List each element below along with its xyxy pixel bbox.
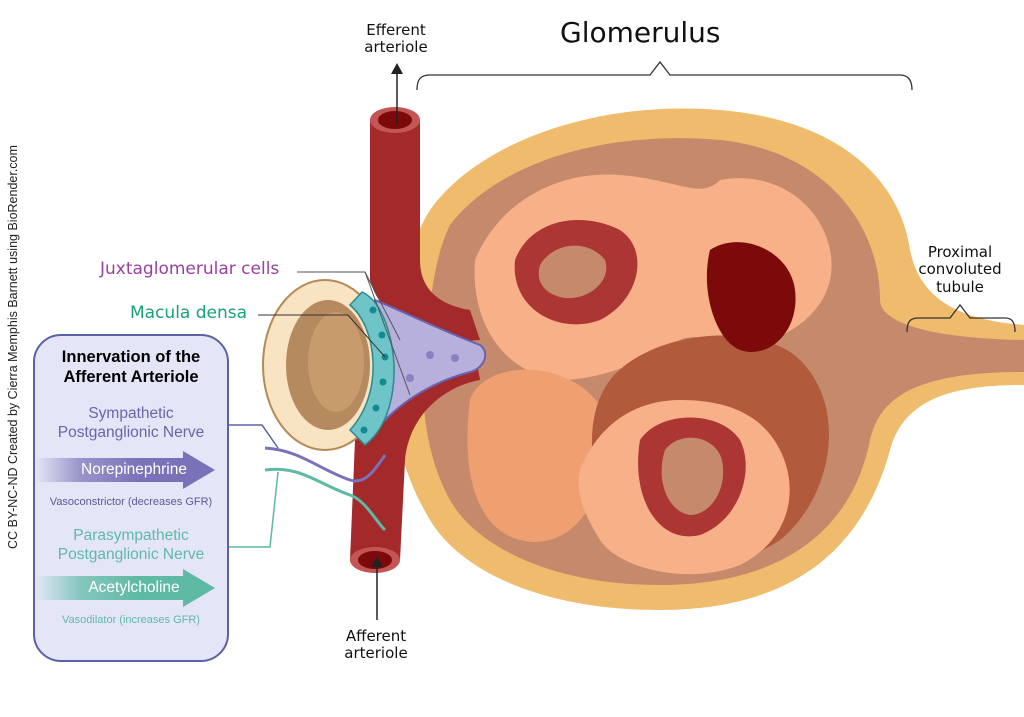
- credit-text: CC BY-NC-ND Created by Cierra Memphis Ba…: [6, 145, 20, 549]
- sympathetic-nerve-label: Sympathetic Postganglionic Nerve: [35, 404, 227, 443]
- vasoconstrictor-text: Vasoconstrictor (decreases GFR): [49, 496, 213, 508]
- glomerulus-label: Glomerulus: [560, 16, 721, 49]
- efferent-lumen-inner: [378, 111, 412, 129]
- arrow-shaft: [35, 458, 185, 482]
- pct-line2: convoluted: [918, 260, 1002, 279]
- md-nucleus: [378, 331, 386, 339]
- md-nucleus: [369, 306, 377, 314]
- sympathetic-nerve-fiber: [264, 446, 387, 483]
- proximal-tubule-label: Proximal convoluted tubule: [905, 243, 1015, 296]
- vasodilator-text: Vasodilator (increases GFR): [62, 614, 200, 626]
- efferent-arteriole-label: Efferent arteriole: [350, 21, 442, 57]
- acetylcholine-label: Acetylcholine: [88, 579, 180, 596]
- capillary-lumen: [661, 437, 724, 515]
- md-leader-line: [258, 314, 386, 358]
- macula-densa-label: Macula densa: [130, 303, 248, 323]
- afferent-arteriole-label: Afferent arteriole: [330, 627, 422, 663]
- parasympathetic-leader-line: [229, 471, 279, 548]
- capillary-lumen: [706, 242, 796, 352]
- capillary-loop: [467, 369, 610, 542]
- jg-nucleus: [451, 354, 459, 362]
- jg-nucleus: [406, 374, 414, 382]
- capillary-lumen: [538, 245, 607, 299]
- pct-line3: tubule: [936, 277, 984, 296]
- efferent-line1: Efferent: [366, 21, 426, 39]
- jg-nucleus: [426, 351, 434, 359]
- panel-title-line1: Innervation of the: [61, 348, 201, 366]
- para-line1: Parasympathetic: [73, 527, 189, 544]
- efferent-arrowhead: [391, 63, 403, 74]
- afferent-line2: arteriole: [344, 644, 408, 663]
- panel-title: Innervation of the Afferent Arteriole: [35, 348, 227, 388]
- afferent-line1: Afferent: [345, 627, 407, 645]
- arrow-shaft: [35, 576, 185, 600]
- jg-leader-line: [364, 271, 411, 396]
- parasympathetic-nerve-fiber: [264, 467, 387, 532]
- acetylcholine-arrow: Acetylcholine: [35, 569, 219, 607]
- md-nucleus: [379, 378, 387, 386]
- macula-densa: [348, 291, 395, 446]
- efferent-line2: arteriole: [364, 38, 428, 57]
- sympathetic-leader-line: [229, 424, 279, 449]
- juxtaglomerular-cells-label: Juxtaglomerular cells: [100, 259, 280, 279]
- para-line2: Postganglionic Nerve: [57, 546, 205, 564]
- arrow-head-icon: [183, 451, 215, 489]
- tubule-lumen-highlight: [308, 312, 364, 412]
- sym-line2: Postganglionic Nerve: [57, 424, 205, 442]
- pct-brace: [906, 303, 1016, 333]
- norepinephrine-label: Norepinephrine: [81, 461, 187, 478]
- md-nucleus: [360, 426, 368, 434]
- md-nucleus: [372, 404, 380, 412]
- arrow-head-icon: [183, 569, 215, 607]
- sym-line1: Sympathetic: [88, 405, 174, 422]
- norepinephrine-arrow: Norepinephrine: [35, 451, 219, 489]
- pct-line1: Proximal: [927, 243, 993, 261]
- glomerulus-brace: [416, 60, 913, 91]
- parasympathetic-nerve-label: Parasympathetic Postganglionic Nerve: [35, 526, 227, 565]
- panel-title-line2: Afferent Arteriole: [63, 367, 199, 386]
- innervation-panel: Innervation of the Afferent Arteriole Sy…: [33, 334, 229, 662]
- afferent-arrowhead: [371, 556, 383, 567]
- efferent-arteriole: [370, 120, 480, 341]
